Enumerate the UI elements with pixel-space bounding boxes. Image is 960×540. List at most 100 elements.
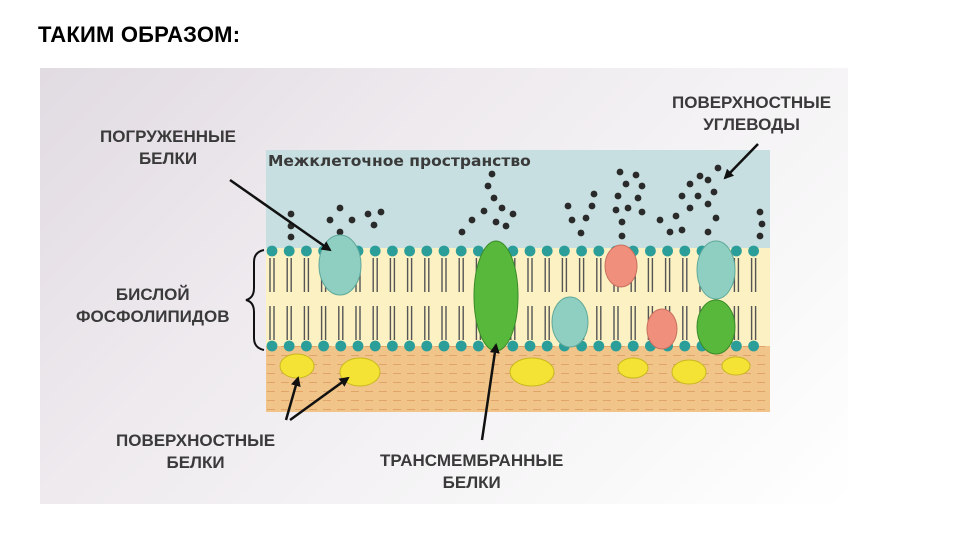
lipid-head (284, 341, 295, 352)
carbohydrate-bead (757, 233, 764, 240)
carbohydrate-bead (697, 173, 704, 180)
intercellular-space-label: Межклеточное пространство (268, 152, 531, 170)
lipid-head (456, 246, 467, 257)
lipid-head (439, 341, 450, 352)
lipid-head (559, 246, 570, 257)
lipid-head (473, 341, 484, 352)
lipid-head (748, 246, 759, 257)
lipid-head (593, 341, 604, 352)
carbohydrate-bead (759, 221, 766, 228)
carbohydrate-bead (337, 229, 344, 236)
surface-proteins-line-2: БЕЛКИ (116, 452, 275, 474)
carbohydrate-bead (617, 169, 624, 176)
lipid-head (525, 246, 536, 257)
surface-carbohydrates-line-2: УГЛЕВОДЫ (672, 114, 831, 136)
lipid-head (387, 341, 398, 352)
lipid-head (593, 246, 604, 257)
lipid-head (576, 246, 587, 257)
surface-carbohydrates-line-1: ПОВЕРХНОСТНЫЕ (672, 92, 831, 114)
lipid-head (525, 341, 536, 352)
carbohydrate-bead (491, 195, 498, 202)
carbohydrate-bead (615, 193, 622, 200)
carbohydrate-bead (459, 229, 466, 236)
lipid-head (731, 341, 742, 352)
surface-protein (510, 358, 554, 386)
embedded-protein (319, 235, 361, 295)
carbohydrate-bead (288, 211, 295, 218)
lipid-head (301, 246, 312, 257)
lipid-head (611, 341, 622, 352)
lipid-head (421, 246, 432, 257)
lipid-head (370, 341, 381, 352)
carbohydrate-bead (589, 203, 596, 210)
lipid-head (542, 341, 553, 352)
embedded-proteins-line-1: ПОГРУЖЕННЫЕ (100, 126, 236, 148)
carbohydrate-bead (583, 215, 590, 222)
carbohydrate-bead (639, 183, 646, 190)
carbohydrate-bead (705, 201, 712, 208)
lipid-head (439, 246, 450, 257)
lipid-head (318, 341, 329, 352)
carbohydrate-bead (378, 209, 385, 216)
lipid-head (456, 341, 467, 352)
bilayer-line-1: БИСЛОЙ (76, 284, 230, 306)
carbohydrate-bead (679, 193, 686, 200)
surface-protein (722, 357, 750, 375)
carbohydrate-bead (327, 217, 334, 224)
carbohydrate-bead (687, 181, 694, 188)
lipid-head (662, 246, 673, 257)
carbohydrate-bead (485, 183, 492, 190)
lipid-head (335, 341, 346, 352)
bilayer-brace (246, 250, 264, 350)
carbohydrate-bead (673, 213, 680, 220)
carbohydrate-bead (715, 165, 722, 172)
surface-proteins-line-1: ПОВЕРХНОСТНЫЕ (116, 430, 275, 452)
carbohydrate-bead (510, 211, 517, 218)
embedded-proteins-line-2: БЕЛКИ (100, 148, 236, 170)
transmembrane-protein-upper (697, 241, 735, 299)
surface-protein (340, 358, 380, 386)
carbohydrate-bead (569, 217, 576, 224)
surface-carbohydrates-label: ПОВЕРХНОСТНЫЕ УГЛЕВОДЫ (672, 92, 831, 136)
lipid-head (370, 246, 381, 257)
carbohydrate-bead (711, 189, 718, 196)
lipid-head (507, 341, 518, 352)
lipid-head (301, 341, 312, 352)
carbohydrate-bead (469, 217, 476, 224)
surface-protein (672, 360, 706, 384)
carbohydrate-bead (565, 203, 572, 210)
carbohydrate-bead (705, 229, 712, 236)
carbohydrate-bead (635, 195, 642, 202)
surface-proteins-label: ПОВЕРХНОСТНЫЕ БЕЛКИ (116, 430, 275, 474)
transmembrane-proteins-line-1: ТРАНСМЕМБРАННЫЕ (380, 450, 563, 472)
phospholipid-bilayer-label: БИСЛОЙ ФОСФОЛИПИДОВ (76, 284, 230, 328)
surface-protein (280, 354, 314, 378)
carbohydrate-bead (695, 193, 702, 200)
carbohydrate-bead (503, 223, 510, 230)
surface-protein (618, 358, 648, 378)
transmembrane-protein-lower (697, 300, 735, 354)
carbohydrate-bead (623, 181, 630, 188)
embedded-protein-lower-salmon (647, 309, 677, 349)
carbohydrate-bead (499, 205, 506, 212)
lipid-head (387, 246, 398, 257)
carbohydrate-bead (591, 191, 598, 198)
carbohydrate-bead (705, 177, 712, 184)
carbohydrate-bead (365, 211, 372, 218)
lipid-head (542, 246, 553, 257)
carbohydrate-bead (679, 227, 686, 234)
transmembrane-protein (474, 241, 518, 351)
lipid-head (748, 341, 759, 352)
carbohydrate-bead (625, 205, 632, 212)
lipid-head (404, 246, 415, 257)
carbohydrate-bead (613, 207, 620, 214)
carbohydrate-bead (657, 217, 664, 224)
carbohydrate-bead (687, 205, 694, 212)
carbohydrate-bead (619, 219, 626, 226)
carbohydrate-bead (757, 209, 764, 216)
lipid-head (421, 341, 432, 352)
lipid-head (628, 341, 639, 352)
transmembrane-proteins-line-2: БЕЛКИ (380, 472, 563, 494)
carbohydrate-bead (633, 172, 640, 179)
carbohydrate-bead (667, 229, 674, 236)
